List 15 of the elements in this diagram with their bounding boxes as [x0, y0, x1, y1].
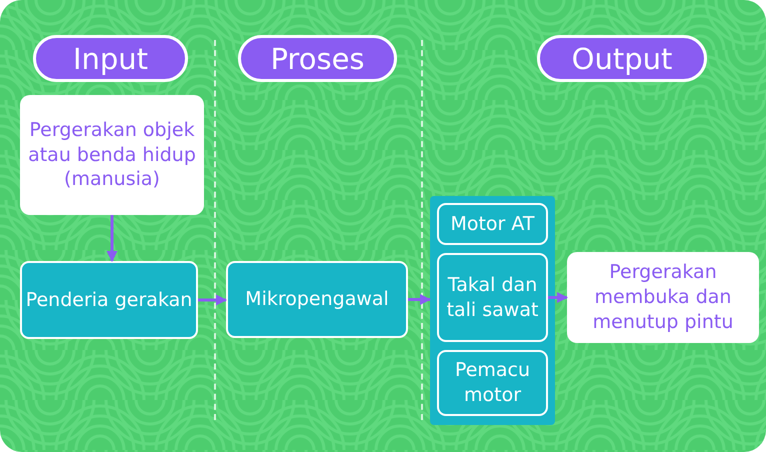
arrow [198, 294, 227, 306]
info-box: Pergerakan membuka dan menutup pintu [567, 252, 759, 343]
process-box: Penderia gerakan [20, 261, 198, 339]
process-box: Takal dan tali sawat [437, 253, 548, 342]
arrow [408, 294, 431, 305]
info-box: Pergerakan objek atau benda hidup (manusia) [20, 95, 204, 215]
arrow [106, 215, 118, 262]
process-box: Mikropengawal [226, 261, 408, 338]
column-heading-pill: Output [537, 35, 707, 82]
arrow [548, 292, 568, 303]
process-box: Pemacu motor [437, 350, 548, 416]
column-heading-pill: Input [33, 35, 188, 82]
column-heading-pill: Proses [238, 35, 397, 82]
process-box: Motor AT [437, 203, 548, 245]
component-panel [430, 196, 555, 425]
